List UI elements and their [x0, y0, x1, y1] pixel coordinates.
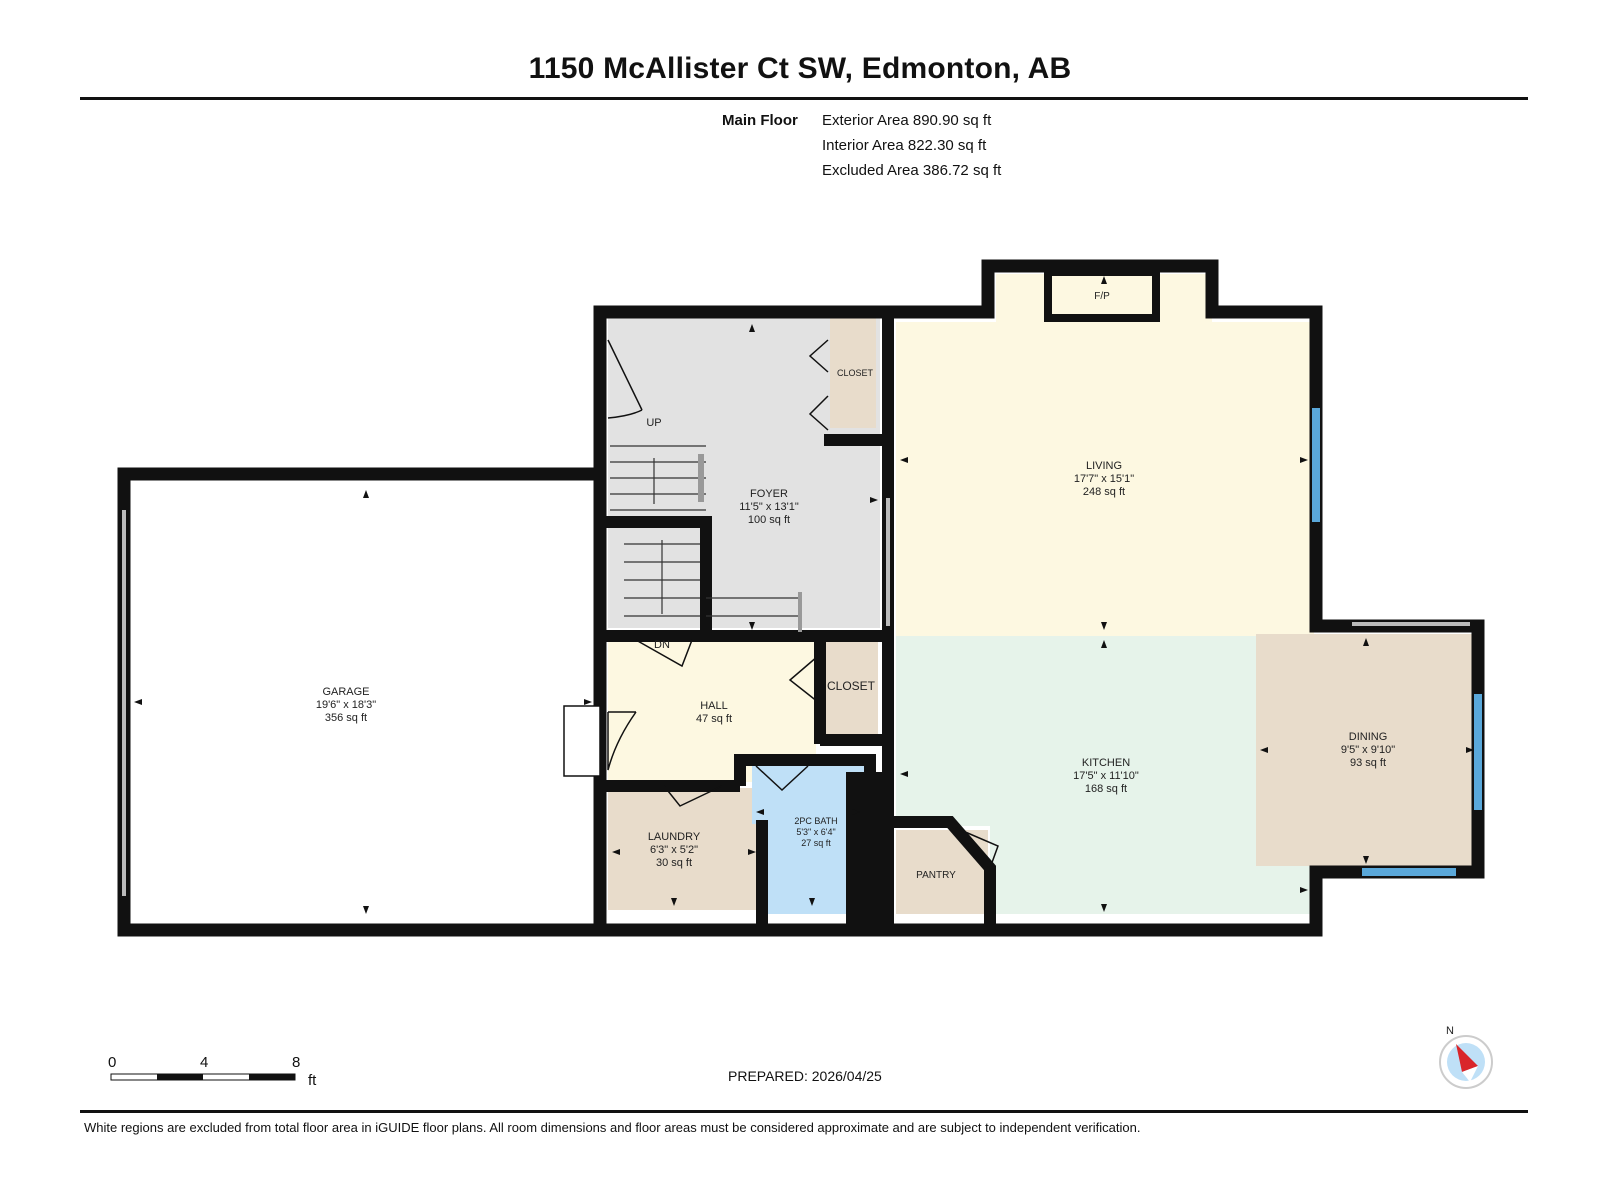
dim-arrow — [900, 771, 908, 777]
garage-name: GARAGE — [322, 686, 369, 698]
scale-unit: ft — [308, 1072, 317, 1089]
dim-arrow — [1101, 276, 1107, 284]
closet-hall-door — [788, 655, 819, 703]
garage-dims: 19'6" x 18'3" — [316, 699, 376, 711]
footer-rule — [80, 1110, 1528, 1113]
living-name: LIVING — [1086, 460, 1122, 472]
dim-arrow — [748, 849, 756, 855]
fireplace-box — [1044, 268, 1160, 322]
dining-area: 93 sq ft — [1350, 757, 1386, 769]
stair-post — [798, 592, 802, 632]
kitchen-name: KITCHEN — [1082, 757, 1130, 769]
exterior-area: Exterior Area 890.90 sq ft — [822, 112, 992, 129]
compass-north-label: N — [1446, 1025, 1454, 1037]
dim-arrow — [1363, 856, 1369, 864]
fireplace-label: F/P — [1094, 291, 1110, 302]
wall-core-block — [846, 772, 888, 930]
dining-dims: 9'5" x 9'10" — [1341, 744, 1395, 756]
bath-area: 27 sq ft — [801, 838, 831, 848]
scale-bar — [110, 1073, 296, 1081]
dim-arrow — [1363, 638, 1369, 646]
closet-foyer-door — [808, 339, 829, 431]
bath-name: 2PC BATH — [794, 816, 837, 826]
laundry-name: LAUNDRY — [648, 831, 701, 843]
dim-arrow — [749, 324, 755, 332]
dim-arrow — [809, 898, 815, 906]
dim-arrow — [134, 699, 142, 705]
laundry-dims: 6'3" x 5'2" — [650, 844, 698, 856]
scale-tick-4: 4 — [200, 1054, 209, 1071]
dim-arrow — [1300, 457, 1308, 463]
dim-arrow — [852, 809, 860, 815]
pantry-door — [951, 827, 999, 870]
closet-foyer-floor — [830, 318, 876, 428]
header-rule — [80, 97, 1528, 100]
prepared-date: PREPARED: 2026/04/25 — [728, 1068, 882, 1084]
dim-arrow — [1300, 887, 1308, 893]
interior-area: Interior Area 822.30 sq ft — [822, 137, 987, 154]
garage-step — [563, 705, 601, 777]
scale-tick-0: 0 — [108, 1054, 117, 1071]
pantry-label: PANTRY — [916, 870, 956, 881]
foyer-name: FOYER — [750, 488, 788, 500]
foyer-dims: 11'5" x 13'1" — [739, 501, 799, 513]
down-stair-door — [635, 639, 693, 668]
dim-arrow — [363, 906, 369, 914]
laundry-door — [663, 785, 723, 807]
laundry-area: 30 sq ft — [656, 857, 692, 869]
dim-arrow — [756, 809, 764, 815]
dim-arrow — [1101, 640, 1107, 648]
foyer-area: 100 sq ft — [748, 514, 790, 526]
garage-floor — [124, 474, 594, 924]
closet-hall-label: CLOSET — [827, 679, 876, 693]
dim-arrow — [1466, 747, 1474, 753]
footer-disclaimer: White regions are excluded from total fl… — [84, 1120, 1141, 1135]
bath-dims: 5'3" x 6'4" — [796, 827, 835, 837]
kitchen-dims: 17'5" x 11'10" — [1073, 770, 1139, 782]
stairs-down-label: DN — [654, 639, 670, 651]
kitchen-area: 168 sq ft — [1085, 783, 1127, 795]
plan-title: 1150 McAllister Ct SW, Edmonton, AB — [528, 52, 1072, 85]
dim-arrow — [1101, 622, 1107, 630]
dim-arrow — [749, 622, 755, 630]
dim-arrow — [584, 699, 592, 705]
excluded-area: Excluded Area 386.72 sq ft — [822, 162, 1002, 179]
compass: N — [1439, 1025, 1493, 1089]
dim-arrow — [1101, 904, 1107, 912]
scale-tick-8: 8 — [292, 1054, 301, 1071]
closet-hall-floor — [826, 638, 878, 736]
dim-arrow — [671, 898, 677, 906]
garage-area: 356 sq ft — [325, 712, 367, 724]
dim-arrow — [612, 849, 620, 855]
dim-arrow — [1260, 747, 1268, 753]
stair-post — [698, 454, 704, 502]
bath-floor — [752, 766, 864, 914]
garage-entry-door — [607, 711, 637, 771]
wall-pantry — [888, 816, 996, 930]
bath-door — [755, 765, 809, 792]
hall-area: 47 sq ft — [696, 713, 732, 725]
dining-floor — [1256, 634, 1478, 866]
living-floor — [896, 274, 1314, 636]
kitchen-floor — [896, 636, 1314, 914]
dim-arrow — [870, 497, 878, 503]
dim-arrow — [363, 490, 369, 498]
stairs-up-label: UP — [646, 417, 661, 429]
floor-label: Main Floor — [722, 112, 798, 129]
living-area: 248 sq ft — [1083, 486, 1125, 498]
hall-name: HALL — [700, 700, 728, 712]
living-dims: 17'7" x 15'1" — [1074, 473, 1134, 485]
dim-arrow — [900, 457, 908, 463]
front-door-swing — [607, 339, 643, 419]
closet-foyer-label: CLOSET — [837, 368, 874, 378]
dining-name: DINING — [1349, 731, 1388, 743]
laundry-floor — [608, 788, 758, 910]
